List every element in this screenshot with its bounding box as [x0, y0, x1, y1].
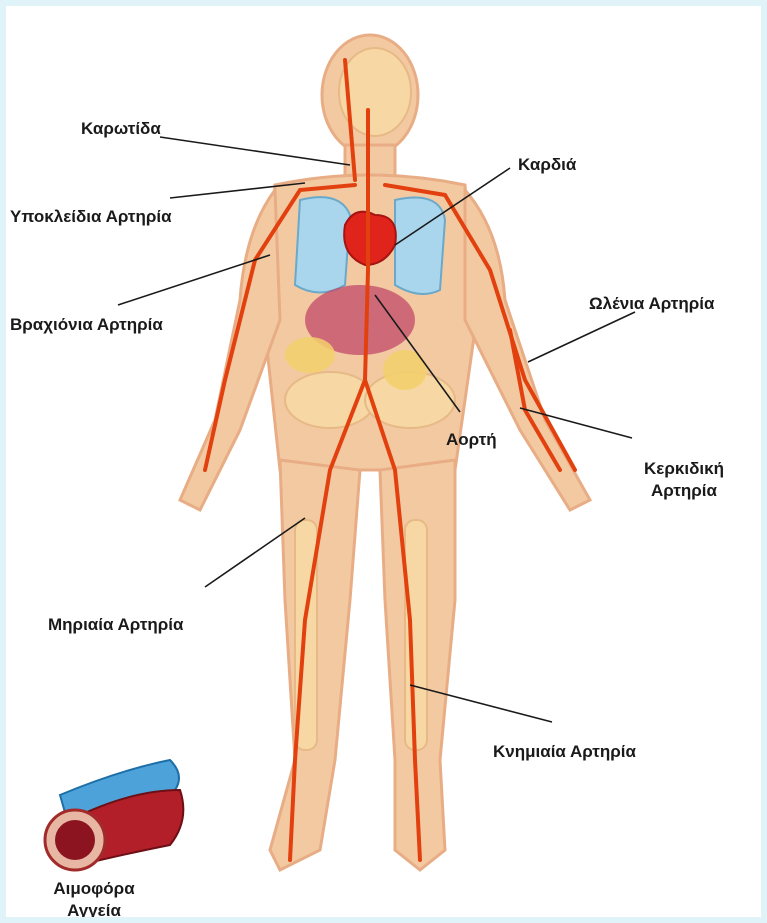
- label-radial: Κερκιδική Αρτηρία: [624, 458, 744, 502]
- leader-ulnar: [528, 312, 635, 362]
- label-subclavian: Υποκλείδια Αρτηρία: [10, 206, 172, 228]
- blood-vessel-inset: [45, 760, 183, 870]
- label-heart: Καρδιά: [518, 154, 576, 176]
- label-aorta: Αορτή: [446, 429, 497, 451]
- left-lung: [395, 198, 445, 295]
- label-brachial: Βραχιόνια Αρτηρία: [10, 314, 163, 336]
- label-vessels-line1: Αιμοφόρα: [34, 878, 154, 900]
- label-radial-line1: Κερκιδική: [624, 458, 744, 480]
- label-femoral: Μηριαία Αρτηρία: [48, 614, 184, 636]
- label-blood-vessels: Αιμοφόρα Αγγεία: [34, 878, 154, 922]
- right-lung: [295, 197, 350, 292]
- label-carotid: Καρωτίδα: [81, 118, 161, 140]
- right-arm: [180, 190, 280, 510]
- label-tibial: Κνημιαία Αρτηρία: [493, 741, 636, 763]
- bowel-left: [383, 350, 427, 390]
- leader-carotid: [160, 137, 350, 165]
- label-radial-line2: Αρτηρία: [624, 480, 744, 502]
- bowel-right: [285, 337, 335, 373]
- label-ulnar: Ωλένια Αρτηρία: [589, 293, 714, 315]
- label-vessels-line2: Αγγεία: [34, 900, 154, 922]
- vessel-lumen: [55, 820, 95, 860]
- left-femur: [405, 520, 427, 750]
- pelvis-right: [285, 372, 375, 428]
